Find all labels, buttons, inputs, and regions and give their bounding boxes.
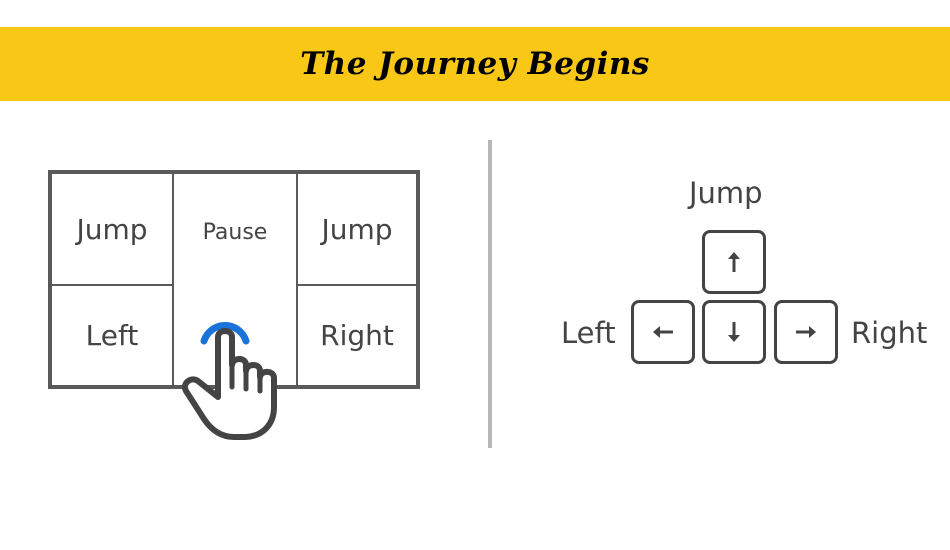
arrow-up-key[interactable]	[702, 230, 766, 294]
tap-hand-icon	[182, 322, 277, 440]
arrow-left-key[interactable]	[631, 300, 695, 364]
arrow-left-icon	[653, 326, 673, 338]
arrow-right-icon	[796, 326, 816, 338]
arrow-up-icon	[728, 252, 740, 272]
title-banner: The Journey Begins	[0, 27, 950, 101]
touch-zone-jump-left[interactable]: Jump	[52, 174, 174, 286]
touch-zone-left[interactable]: Left	[52, 286, 174, 385]
touch-zone-pause[interactable]: Pause	[174, 174, 296, 385]
touch-zone-label: Left	[85, 319, 139, 352]
touch-zone-label: Jump	[76, 212, 148, 246]
touch-zone-label: Pause	[202, 220, 268, 245]
touch-zone-right[interactable]: Right	[296, 286, 416, 385]
panel-divider	[488, 140, 492, 448]
arrow-right-key[interactable]	[774, 300, 838, 364]
game-title: The Journey Begins	[300, 46, 650, 82]
key-label-jump: Jump	[689, 176, 763, 210]
key-label-right: Right	[851, 316, 928, 350]
arrow-down-key[interactable]	[702, 300, 766, 364]
touch-zone-label: Right	[320, 319, 394, 352]
touch-zone-jump-right[interactable]: Jump	[296, 174, 416, 286]
arrow-down-icon	[728, 322, 740, 342]
key-label-left: Left	[561, 316, 616, 350]
touch-zone-label: Jump	[321, 212, 393, 246]
